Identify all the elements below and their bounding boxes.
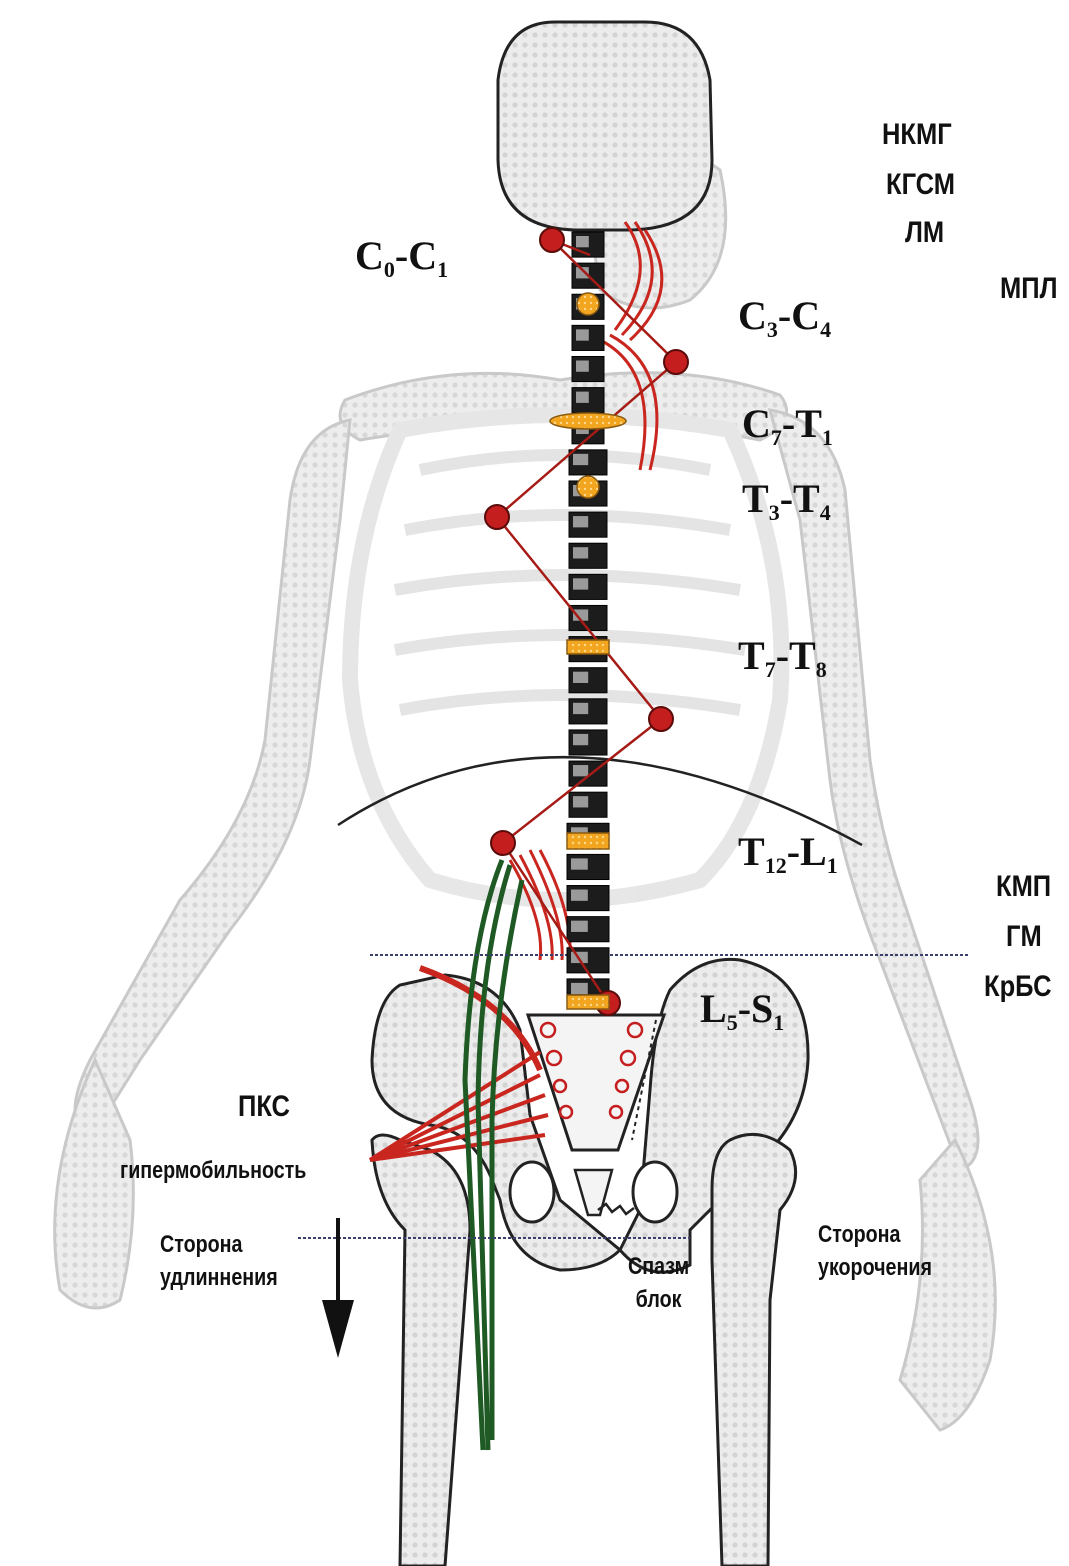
spine [567,232,609,1004]
label-nkmg: НКМГ [882,118,952,152]
highlight-t7-t8 [567,640,609,654]
label-t3-t4: T3-T4 [742,475,831,526]
label-t7-t8: T7-T8 [738,632,827,683]
joint-t12-l1 [491,831,515,855]
label-lm: ЛМ [905,216,944,250]
vertebra-highlight [573,672,588,683]
vertebra-highlight [573,578,588,589]
label-c0-c1: C0-C1 [355,232,448,283]
vertebra-highlight [573,734,588,745]
skull [498,22,712,230]
label-mpl: МПЛ [1000,272,1057,306]
label-pks: ПКС [238,1090,290,1124]
joint-c0-c1 [540,228,564,252]
coccyx [575,1170,612,1215]
vertebra-highlight [571,921,588,932]
left-obturator-foramen [510,1162,554,1222]
label-t12-l1: T12-L1 [738,828,838,879]
vertebra-highlight [573,765,588,776]
left-femur [372,1135,470,1566]
spasm-zigzag [598,1204,634,1214]
highlight-t12-l1 [567,833,609,849]
vertebra-highlight [571,858,588,869]
label-gm: ГМ [1006,920,1042,954]
right-obturator-foramen [633,1162,677,1222]
label-shortening-side: Сторона укорочения [818,1218,932,1284]
right-femur [712,1134,796,1566]
highlight-t3-t4 [577,476,599,498]
vertebra-highlight [576,329,589,340]
vertebra-highlight [573,454,588,465]
vertebra-highlight [573,516,588,527]
sacrum [528,1015,664,1150]
label-kgsm: КГСМ [886,168,955,202]
label-spasm-block: Спазм блок [628,1250,689,1316]
vertebra-highlight [573,796,588,807]
label-c7-t1: C7-T1 [742,400,833,451]
label-krbs: КрБС [984,970,1052,1004]
highlight-c7-t1 [550,413,626,429]
vertebra-highlight [573,547,588,558]
vertebra-highlight [576,360,589,371]
label-c3-c4: C3-C4 [738,292,831,343]
vertebra-highlight [576,392,589,403]
vertebra-highlight [576,236,589,247]
vertebra-highlight [571,890,588,901]
joint-c3-c4 [664,350,688,374]
vertebra-highlight [571,983,588,994]
highlight-c3-c4 [577,293,599,315]
joint-t3-t4 [485,505,509,529]
label-hypermobility: гипермобильность [120,1154,306,1187]
label-kmp: КМП [996,870,1051,904]
label-l5-s1: L5-S1 [700,985,784,1036]
label-lengthening-side: Сторона удлиннения [160,1228,278,1294]
vertebra-highlight [573,703,588,714]
joint-t7-t8 [649,707,673,731]
highlight-l5-s1 [567,995,609,1009]
